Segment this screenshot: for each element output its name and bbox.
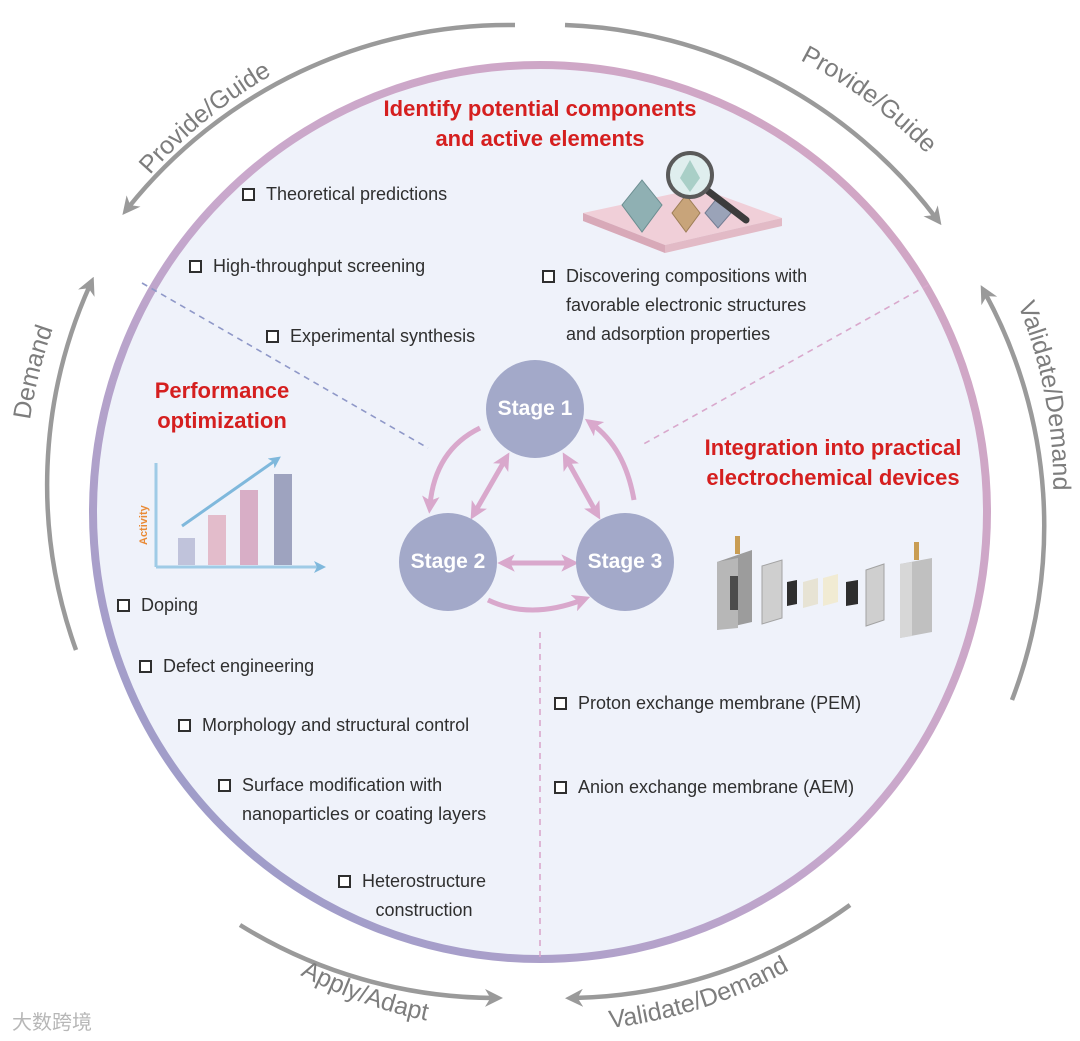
arrow-top-right bbox=[564, 22, 942, 226]
arrow-left bbox=[44, 276, 95, 651]
label-left: Demand bbox=[8, 321, 58, 421]
trend-arrow bbox=[181, 456, 281, 528]
divider-left bbox=[141, 282, 429, 449]
checkbox-icon bbox=[117, 599, 130, 612]
checkbox-icon bbox=[178, 719, 191, 732]
section-dividers bbox=[141, 282, 929, 958]
arrow-right bbox=[980, 285, 1047, 701]
stage-arrows bbox=[422, 418, 637, 613]
checkbox-icon bbox=[218, 779, 231, 792]
activity-bar-1 bbox=[178, 538, 195, 565]
electrolyzer-device-illustration bbox=[717, 536, 932, 638]
checkbox-icon bbox=[189, 260, 202, 273]
stage3-node: Stage 3 bbox=[576, 513, 674, 611]
stage3-label: Stage 3 bbox=[587, 550, 663, 573]
label-top-right: Provide/Guide bbox=[797, 41, 942, 159]
arrow-s1-to-s2-outer bbox=[422, 425, 482, 514]
outer-arrows bbox=[44, 22, 1047, 1007]
activity-bar-4 bbox=[274, 474, 292, 565]
checkbox-icon bbox=[554, 781, 567, 794]
stage2-node: Stage 2 bbox=[399, 513, 497, 611]
checkbox-icon bbox=[554, 697, 567, 710]
arrow-s1-s2 bbox=[470, 452, 510, 520]
stage3-item: Anion exchange membrane (AEM) bbox=[554, 773, 854, 802]
crystal-screening-illustration bbox=[583, 151, 782, 253]
checkbox-icon bbox=[266, 330, 279, 343]
activity-bar-3 bbox=[240, 490, 258, 565]
checkbox-icon bbox=[139, 660, 152, 673]
stage3-item: Proton exchange membrane (PEM) bbox=[554, 689, 861, 718]
arrow-s1-s3 bbox=[562, 452, 601, 520]
arrow-s2-to-s3-outer bbox=[486, 594, 591, 613]
stage2-item: Defect engineering bbox=[139, 652, 314, 681]
stage1-item: Experimental synthesis bbox=[266, 322, 475, 351]
checkbox-icon bbox=[242, 188, 255, 201]
arrow-bottom-left bbox=[238, 923, 503, 1007]
label-top-left: Provide/Guide bbox=[134, 56, 275, 179]
stage2-item: Heterostructure construction bbox=[338, 867, 486, 925]
stage3-heading: Integration into practical electrochemic… bbox=[704, 435, 962, 490]
stage1-heading: Identify potential components and active… bbox=[383, 96, 697, 151]
stage2-item: Morphology and structural control bbox=[178, 711, 469, 740]
activity-chart-icon: Activity bbox=[138, 456, 326, 573]
arrow-top-left bbox=[122, 22, 516, 216]
stage1-item: High-throughput screening bbox=[189, 252, 425, 281]
stage1-item: Discovering compositions with favorable … bbox=[542, 262, 807, 349]
stage2-label: Stage 2 bbox=[410, 550, 486, 573]
stage1-label: Stage 1 bbox=[497, 397, 573, 420]
watermark: 大数跨境 bbox=[12, 1010, 92, 1034]
stage1-node: Stage 1 bbox=[486, 360, 584, 458]
checkbox-icon bbox=[542, 270, 555, 283]
activity-bar-2 bbox=[208, 515, 226, 565]
stage2-heading: Performance optimization bbox=[154, 378, 290, 433]
stage1-item: Theoretical predictions bbox=[242, 180, 447, 209]
arrow-s3-to-s1-outer bbox=[584, 418, 637, 501]
main-circle bbox=[89, 61, 991, 963]
activity-axis-label: Activity bbox=[138, 504, 150, 545]
label-right: Validate/Demand bbox=[1012, 297, 1075, 491]
stage2-item: Doping bbox=[117, 591, 198, 620]
arrow-bottom-right bbox=[565, 903, 852, 1007]
stage2-item: Surface modification with nanoparticles … bbox=[218, 771, 486, 829]
checkbox-icon bbox=[338, 875, 351, 888]
